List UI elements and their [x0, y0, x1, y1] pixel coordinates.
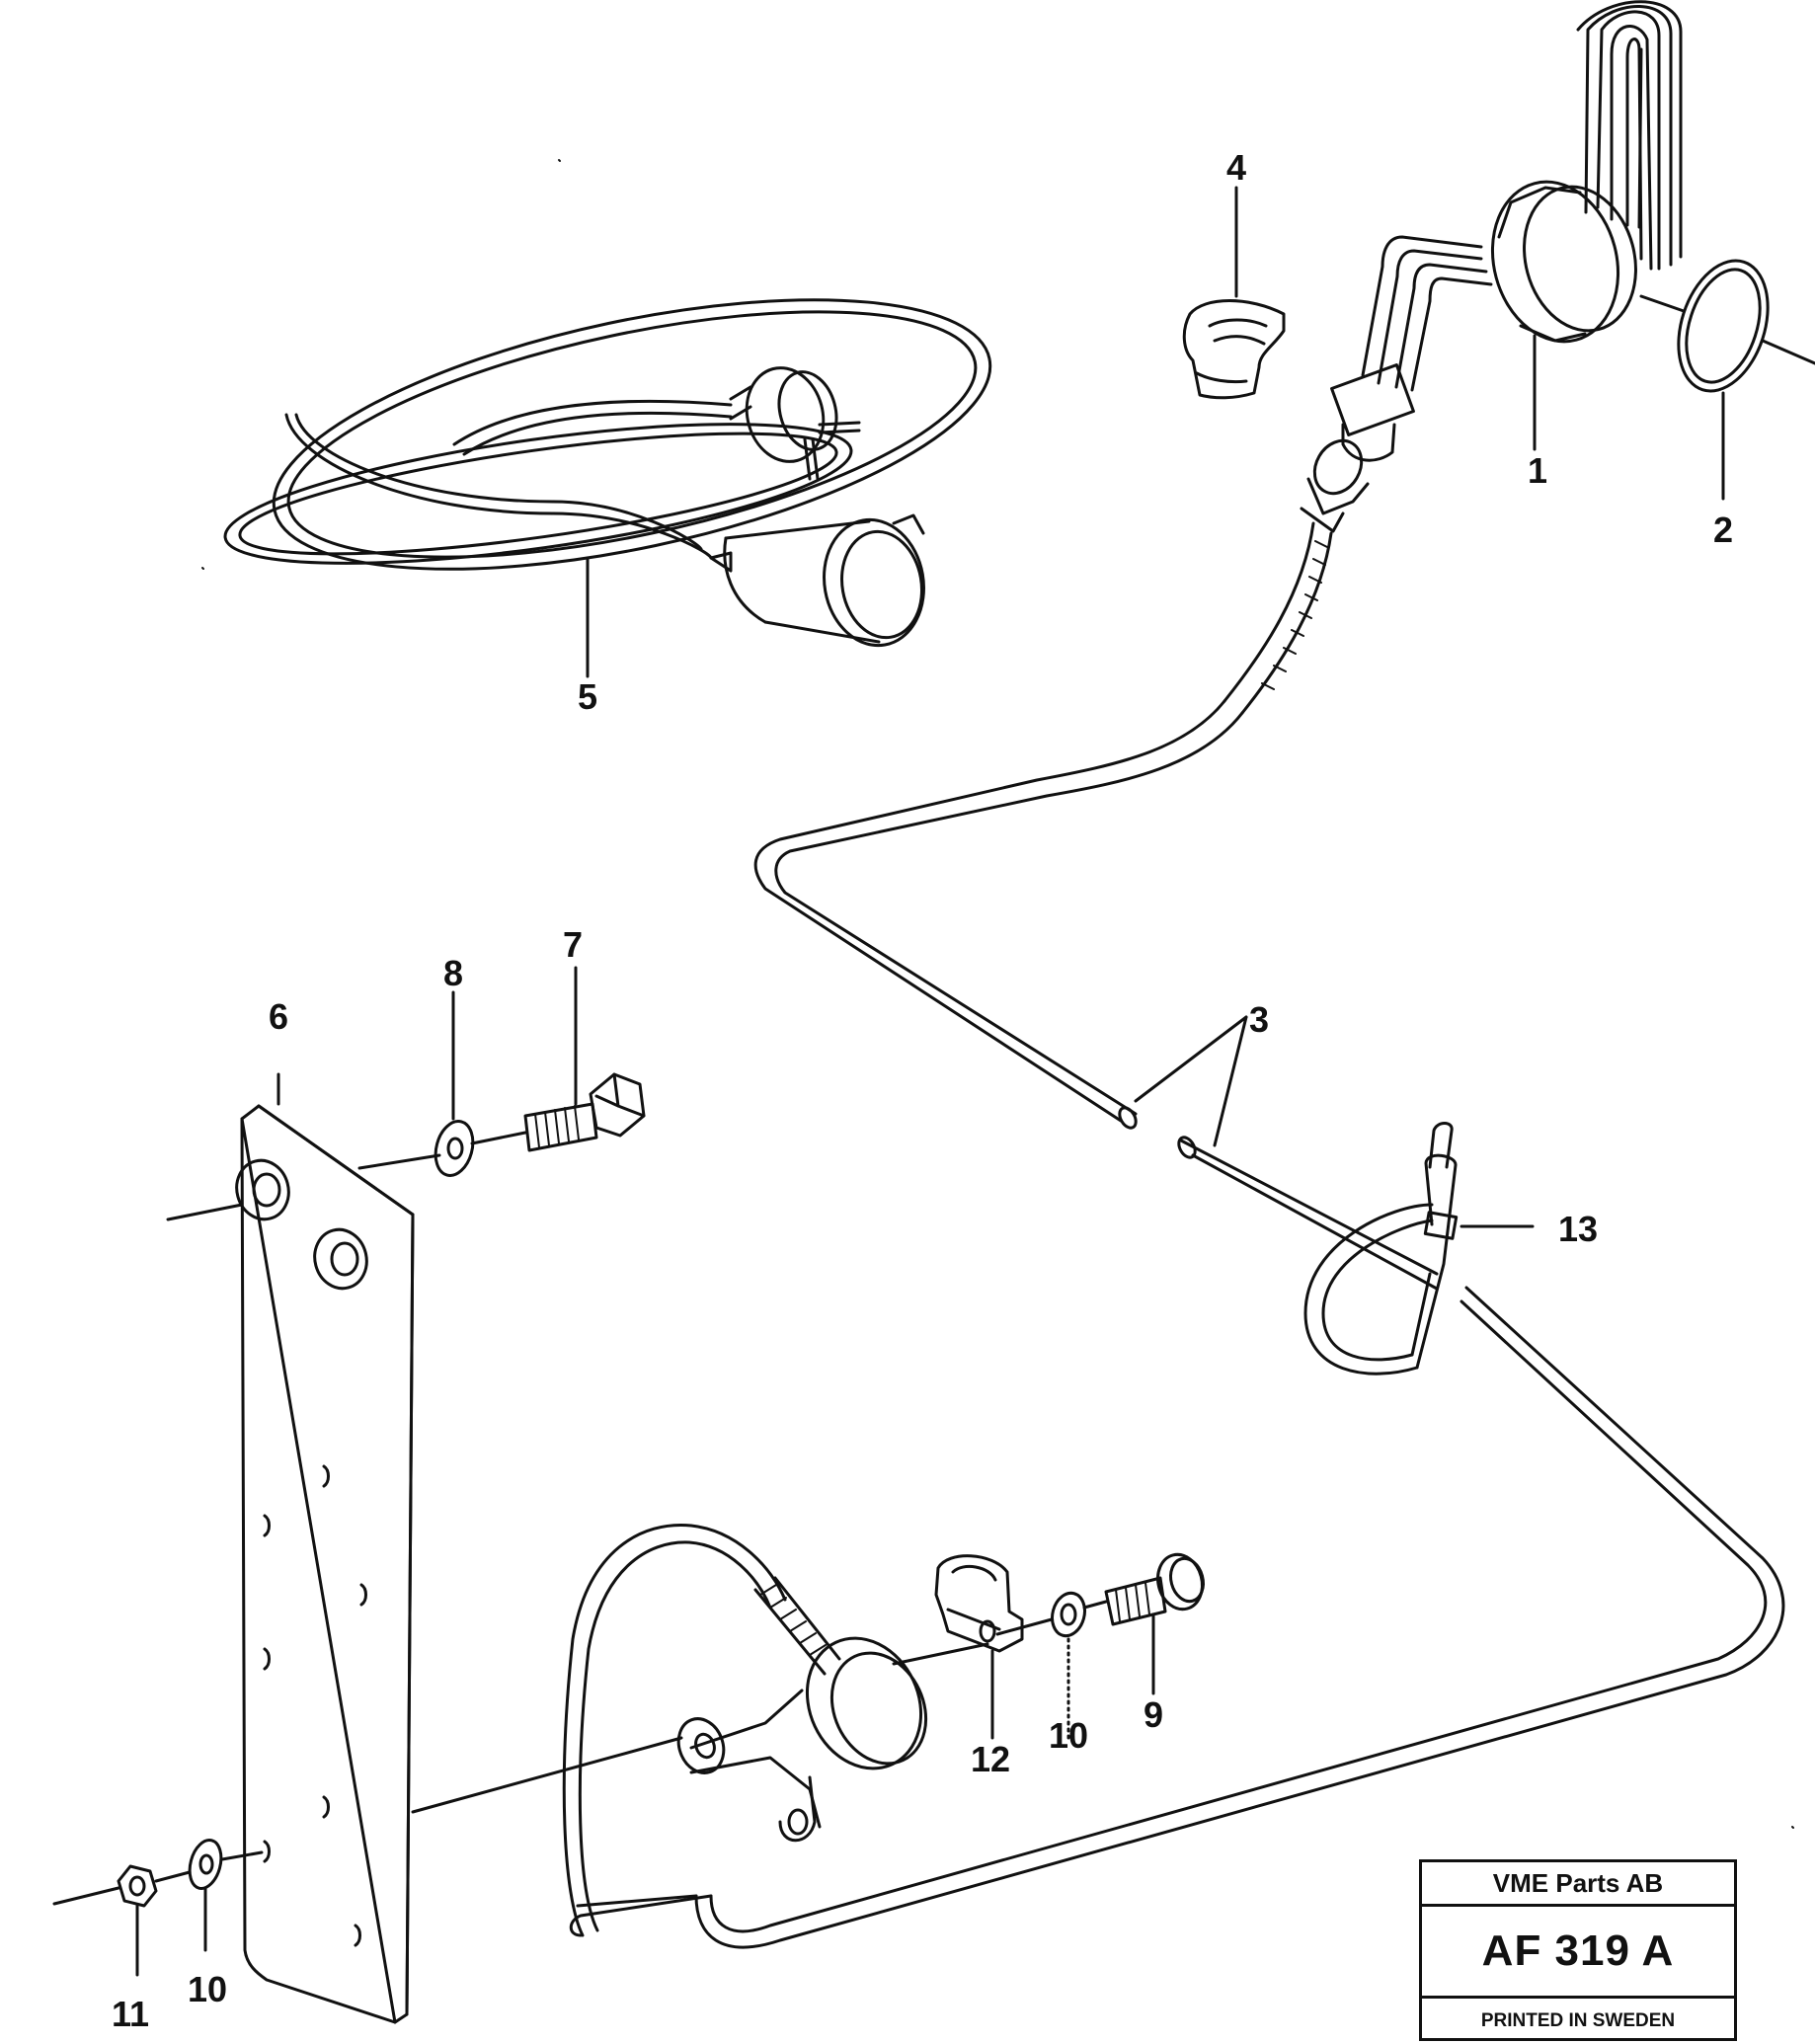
- bolt-item-9: [1104, 1552, 1205, 1695]
- callout-11: 11: [111, 1994, 150, 2034]
- washer-item-10-upper: [1051, 1591, 1108, 1740]
- callout-3: 3: [1248, 999, 1270, 1040]
- scan-specks: [201, 159, 1794, 1829]
- o-ring-item-2: [1639, 259, 1815, 501]
- washer-item-10-lower: [188, 1839, 264, 1952]
- callout-9: 9: [1143, 1694, 1164, 1735]
- callout-4: 4: [1225, 147, 1247, 188]
- title-block-printed: PRINTED IN SWEDEN: [1480, 2010, 1676, 2031]
- lower-loop-and-sensor: [411, 1523, 989, 1937]
- callout-10-upper: 10: [1048, 1715, 1089, 1756]
- title-block-drawing-number: AF 319 A: [1422, 1907, 1734, 1999]
- callout-10-lower: 10: [187, 1969, 228, 2009]
- cable-plug-large: [709, 513, 925, 648]
- cable-plug-small: [729, 366, 861, 481]
- cable-tie-item-13: [1303, 1122, 1535, 1376]
- nut-item-11: [52, 1864, 192, 1977]
- callout-13: 13: [1557, 1209, 1599, 1249]
- clamp-item-12: [934, 1554, 1054, 1740]
- callout-7: 7: [562, 924, 584, 965]
- callout-1: 1: [1527, 450, 1548, 491]
- callout-6: 6: [268, 996, 289, 1037]
- callout-12: 12: [970, 1739, 1011, 1779]
- callout-5: 5: [577, 676, 598, 717]
- callout-8: 8: [442, 953, 464, 993]
- sensor-item-1: [1330, 0, 1683, 462]
- title-block: VME Parts AB AF 319 A PRINTED IN SWEDEN: [1419, 1859, 1737, 2041]
- capillary-tube-item-3: [569, 438, 1785, 1949]
- clip-item-4: [1182, 186, 1286, 400]
- callout-2: 2: [1712, 510, 1734, 550]
- washer-item-8: [434, 990, 527, 1177]
- title-block-company: VME Parts AB: [1422, 1862, 1734, 1907]
- bolt-item-7: [523, 966, 646, 1152]
- mounting-plate-item-6: [166, 1072, 441, 2024]
- coiled-cable-item-5: [223, 298, 992, 678]
